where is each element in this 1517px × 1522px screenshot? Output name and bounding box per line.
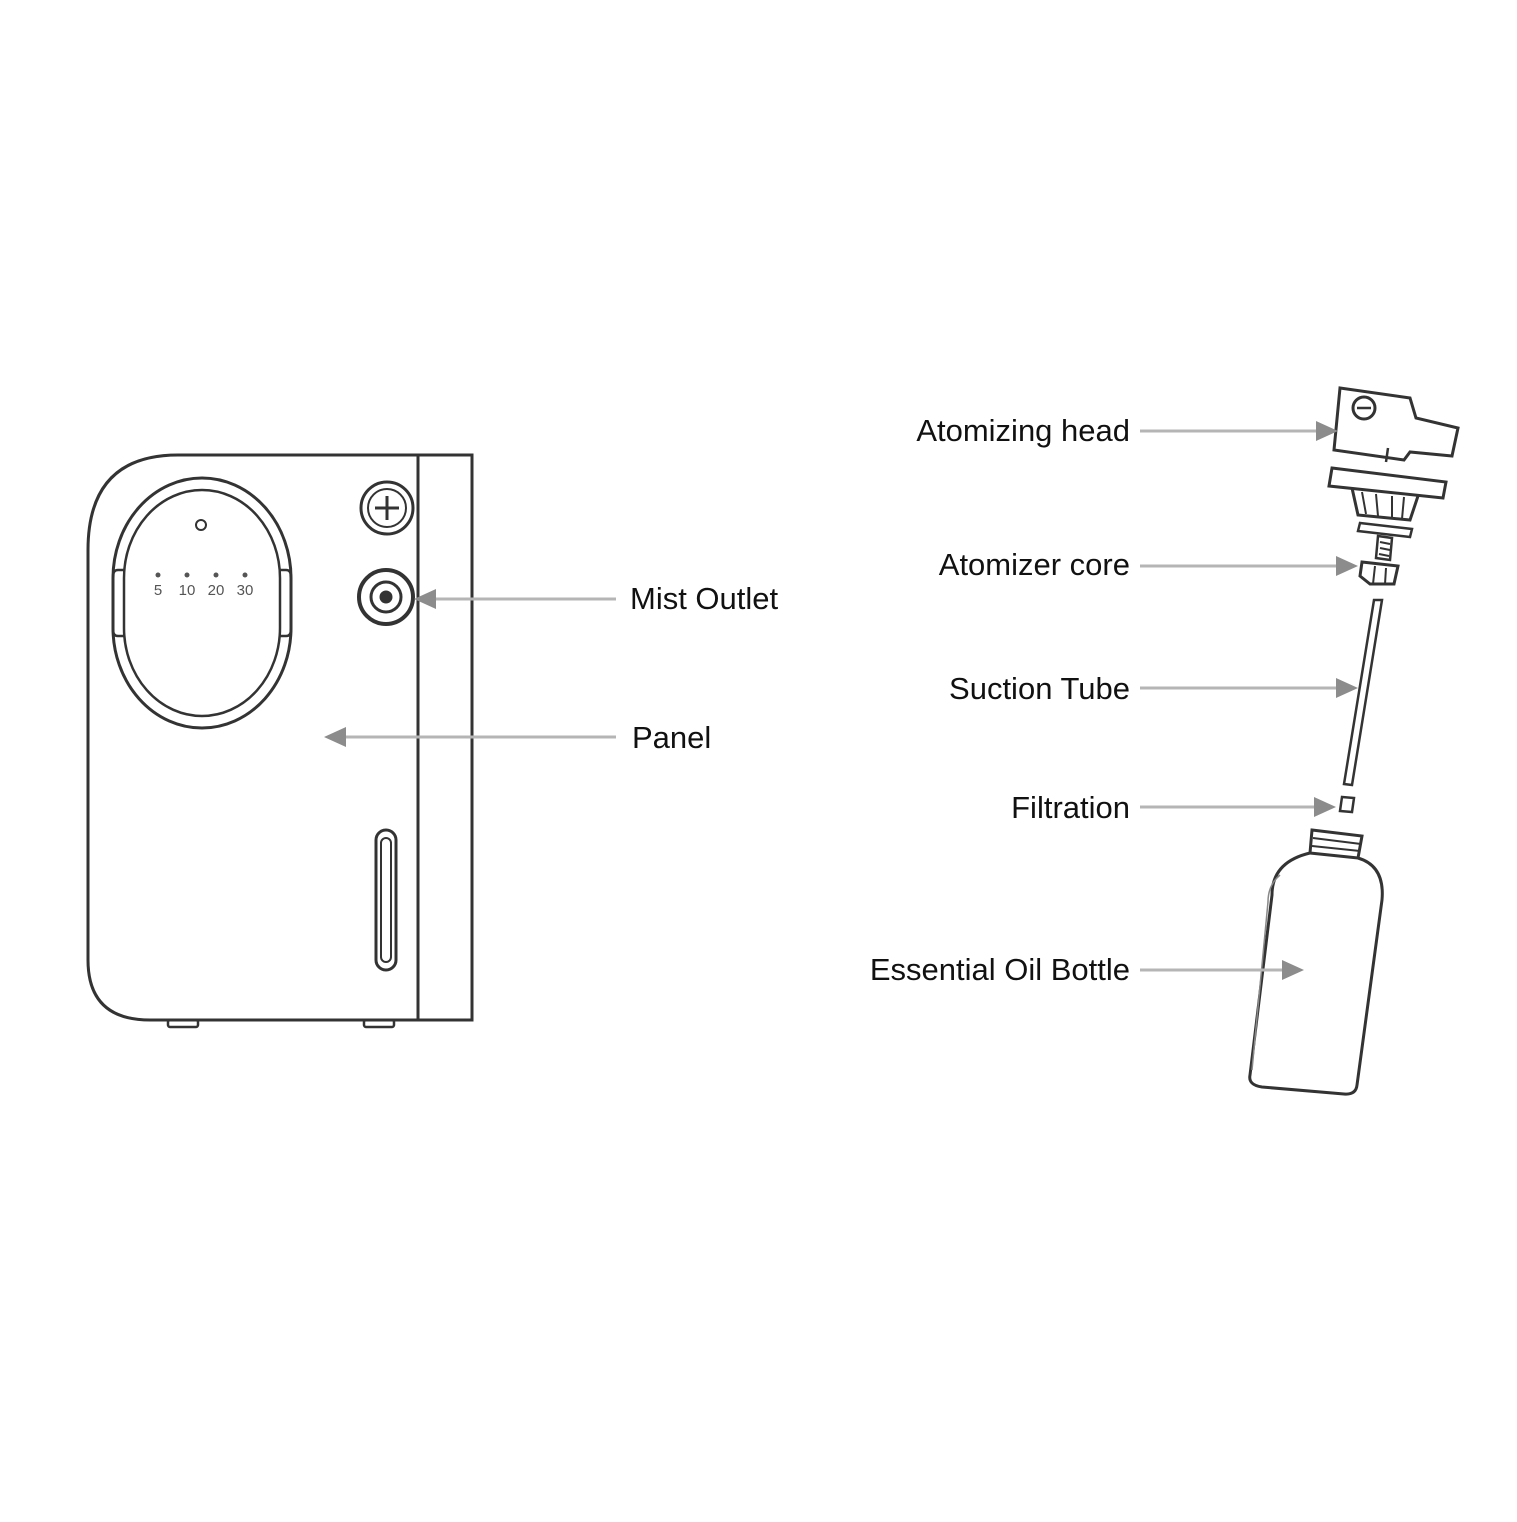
filtration-label: Filtration	[1011, 790, 1130, 825]
power-indicator-icon	[195, 519, 207, 531]
mist-outlet-nozzle-hole	[379, 590, 393, 604]
timer-label-30: 30	[237, 582, 254, 599]
mist-outlet-label: Mist Outlet	[630, 581, 779, 616]
essential-oil-bottle-part	[1248, 828, 1384, 1096]
oil-level-window	[374, 828, 398, 972]
essential-oil-bottle-label: Essential Oil Bottle	[869, 952, 1130, 987]
display-window-inner	[122, 488, 282, 718]
filtration-part	[1338, 795, 1356, 814]
device-body	[86, 453, 474, 1022]
timer-dot	[242, 572, 248, 578]
atomizing-head-arrow-icon	[1316, 421, 1338, 441]
timer-label-10: 10	[179, 582, 196, 599]
adjust-knob-cross-icon	[375, 496, 399, 520]
suction-tube-part	[1342, 598, 1384, 787]
timer-dot	[184, 572, 190, 578]
device-foot-left	[166, 1018, 200, 1029]
right-callout-leaders	[1140, 421, 1358, 980]
timer-label-20: 20	[208, 582, 225, 599]
filtration-arrow-icon	[1314, 797, 1336, 817]
atomizer-core-part	[1358, 534, 1400, 586]
left-callout-leaders	[324, 589, 616, 747]
timer-dots	[155, 572, 248, 578]
adjust-knob	[359, 480, 415, 536]
mist-outlet-arrow-icon	[414, 589, 436, 609]
mist-outlet-nozzle-inner	[369, 580, 403, 614]
suction-tube-arrow-icon	[1336, 678, 1358, 698]
timer-dot	[213, 572, 219, 578]
display-window-outer	[111, 476, 293, 730]
panel-label: Panel	[632, 720, 712, 755]
panel-arrow-icon	[324, 727, 346, 747]
oil-level-window-inner	[380, 837, 392, 963]
display-grip-right	[280, 568, 293, 638]
atomizing-head-screw-icon	[1351, 395, 1377, 421]
atomizing-head-part	[1327, 386, 1460, 539]
atomizer-core-arrow-icon	[1336, 556, 1358, 576]
essential-oil-bottle-arrow-icon	[1282, 960, 1304, 980]
device-foot-right	[362, 1018, 396, 1029]
display-grip-left	[111, 568, 124, 638]
adjust-knob-inner	[367, 488, 407, 528]
suction-tube-label: Suction Tube	[949, 671, 1130, 706]
timer-label-5: 5	[154, 582, 162, 599]
atomizing-head-label: Atomizing head	[916, 413, 1130, 448]
mist-outlet-nozzle	[357, 568, 415, 626]
timer-labels: 5 10 20 30	[154, 582, 254, 599]
diffuser-device	[86, 453, 474, 1029]
exploded-components	[1248, 386, 1460, 1096]
timer-dot	[155, 572, 161, 578]
atomizer-core-label: Atomizer core	[938, 547, 1130, 582]
